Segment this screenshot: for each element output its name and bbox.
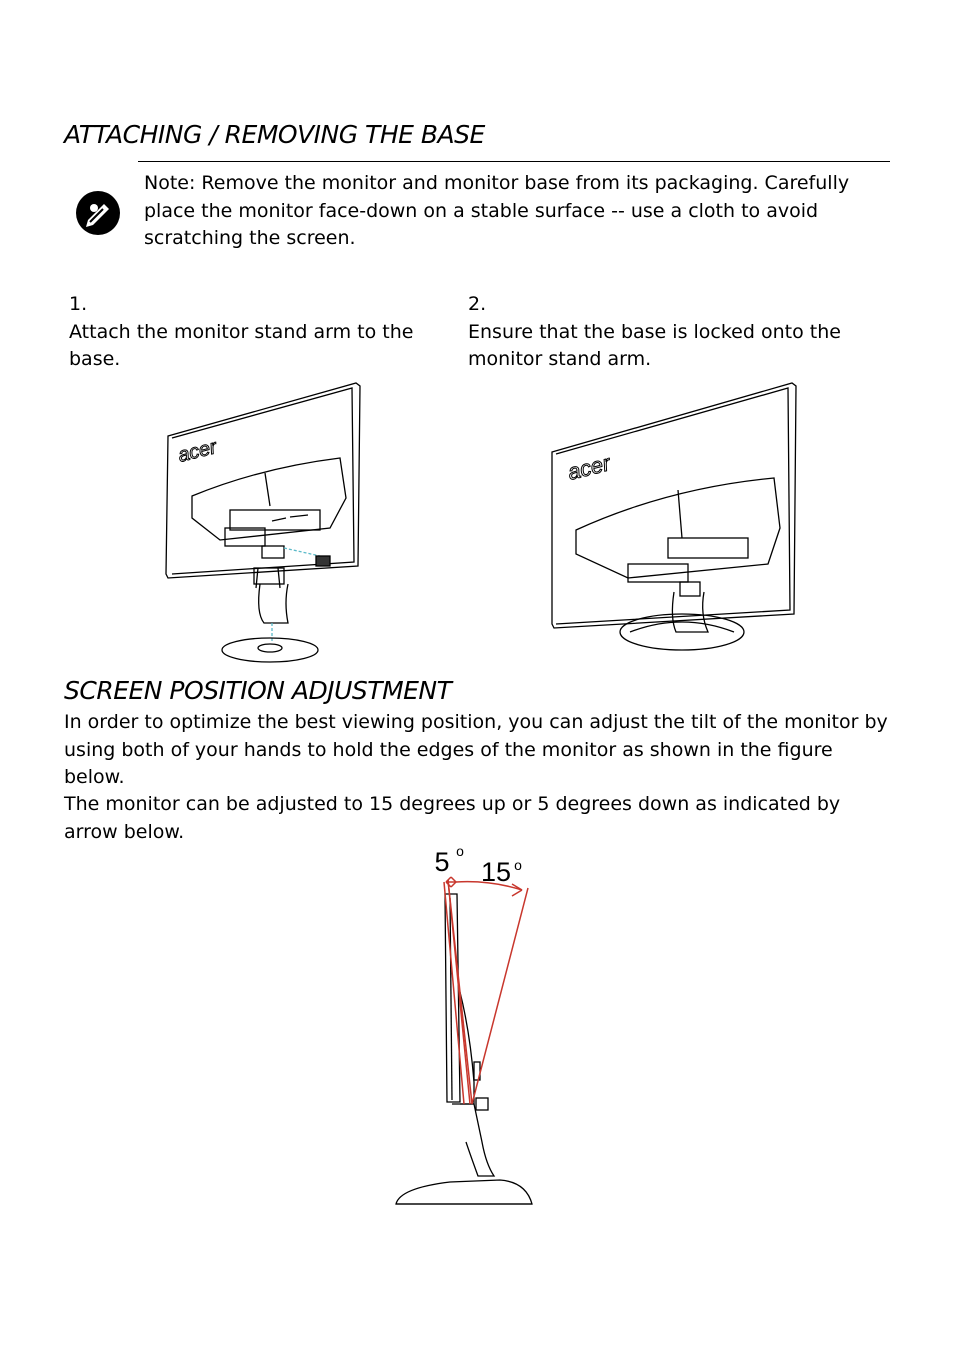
note-text: Note: Remove the monitor and monitor bas…: [144, 172, 850, 249]
tilt-down-value: 5: [434, 847, 449, 877]
paragraph-optimize-viewing: In order to optimize the best viewing po…: [64, 711, 888, 788]
section-title-screen-position: SCREEN POSITION ADJUSTMENT: [64, 676, 452, 705]
figure-tilt-side-view: 5 o 15 o: [395, 843, 533, 1205]
step-2: 2. Ensure that the base is locked onto t…: [468, 291, 908, 374]
step-number: 2.: [468, 293, 487, 315]
tilt-up-value: 15: [481, 857, 511, 887]
acer-logo: acer: [176, 436, 220, 467]
step-number: 1.: [69, 293, 88, 315]
paragraph-tilt-range: The monitor can be adjusted to 15 degree…: [64, 793, 841, 843]
section-title-attaching-base: ATTACHING / REMOVING THE BASE: [64, 120, 485, 149]
note-icon: [76, 191, 120, 235]
tilt-down-degree: o: [456, 843, 464, 859]
step-text: Attach the monitor stand arm to the base…: [69, 320, 414, 371]
acer-logo: acer: [565, 450, 614, 485]
figure-attach-stand-arm: acer: [165, 382, 361, 663]
step-1: 1. Attach the monitor stand arm to the b…: [69, 291, 459, 374]
tilt-up-degree: o: [514, 857, 522, 873]
tilt-arrows: [443, 876, 529, 1105]
figure-base-locked: acer: [551, 382, 797, 651]
title-rule: [138, 161, 890, 162]
step-text: Ensure that the base is locked onto the …: [468, 320, 841, 371]
